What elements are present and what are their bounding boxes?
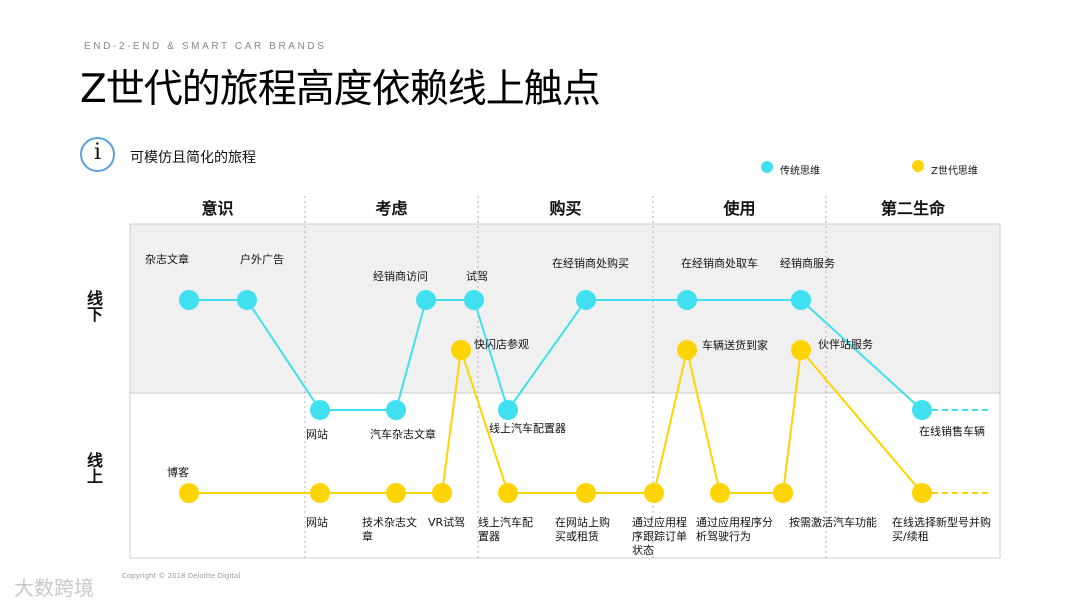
traditional-label-website: 网站 [306,428,328,441]
legend-dot-traditional [761,161,773,173]
genz-node-order-tracking [644,483,664,503]
traditional-node-dealer-pickup [677,290,697,310]
diagram-frame [129,223,1001,559]
traditional-node-online-sale [912,400,932,420]
legend-dot-genz [912,160,924,172]
traditional-label-magazine: 杂志文章 [145,253,189,266]
genz-label-order-tracking: 通过应用程序跟踪订单状态 [632,516,687,557]
genz-label-configurator: 线上汽车配置器 [478,516,533,543]
genz-label-tech-magazine: 技术杂志文章 [362,516,417,543]
traditional-label-car-magazine: 汽车杂志文章 [370,428,436,441]
genz-node-blog [179,483,199,503]
kicker-text: END-2-END & SMART CAR BRANDS [84,41,327,52]
traditional-label-configurator: 线上汽车配置器 [489,422,566,435]
traditional-node-dealer-visit [416,290,436,310]
legend-label-genz: Z世代思维 [931,166,978,177]
genz-node-home-delivery [677,340,697,360]
genz-label-partner-service: 伙伴站服务 [818,338,873,351]
genz-node-website [310,483,330,503]
offline-band [130,224,1000,393]
traditional-node-dealer-service [791,290,811,310]
genz-node-feature-activation [773,483,793,503]
genz-node-popup-store [451,340,471,360]
traditional-node-car-magazine [386,400,406,420]
page-title: Z世代的旅程高度依赖线上触点 [80,67,601,112]
stage-usage: 使用 [723,199,756,218]
stage-consideration: 考虑 [375,199,408,218]
genz-node-configurator [498,483,518,503]
genz-label-new-model: 在线选择新型号并购买/续租 [892,516,991,543]
traditional-node-magazine [179,290,199,310]
traditional-node-configurator [498,400,518,420]
traditional-label-test-drive: 试驾 [466,270,488,283]
genz-node-tech-magazine [386,483,406,503]
row-label-offline: 线下 [84,290,103,322]
traditional-node-website [310,400,330,420]
legend-label-traditional: 传统思维 [780,166,820,177]
copyright-text: Copyright © 2018 Deloitte Digital [122,572,241,580]
row-label-online: 线上 [84,452,103,484]
genz-label-feature-activation: 按需激活汽车功能 [789,516,877,529]
info-icon [80,137,115,172]
genz-label-vr-test-drive: VR试驾 [428,516,466,529]
traditional-label-dealer-pickup: 在经销商处取车 [681,257,758,270]
genz-label-home-delivery: 车辆送货到家 [702,339,768,352]
genz-node-online-purchase [576,483,596,503]
genz-label-popup-store: 快闪店参观 [474,338,529,351]
genz-node-partner-service [791,340,811,360]
genz-label-online-purchase: 在网站上购买或租赁 [555,516,610,543]
traditional-node-billboard [237,290,257,310]
genz-label-driving-analysis: 通过应用程序分析驾驶行为 [696,516,773,543]
stage-awareness: 意识 [201,199,234,218]
traditional-label-dealer-visit: 经销商访问 [373,270,428,283]
info-icon-glyph: i [93,140,102,165]
subtitle: 可模仿且简化的旅程 [130,150,256,166]
stage-purchase: 购买 [549,199,582,218]
traditional-label-dealer-service: 经销商服务 [780,257,835,270]
traditional-node-dealer-purchase [576,290,596,310]
genz-label-website: 网站 [306,516,328,529]
genz-node-vr-test-drive [432,483,452,503]
genz-node-new-model [912,483,932,503]
stage-second-life: 第二生命 [880,199,945,218]
genz-label-blog: 博客 [167,466,189,479]
traditional-node-test-drive [464,290,484,310]
genz-node-driving-analysis [710,483,730,503]
traditional-label-online-sale: 在线销售车辆 [919,425,985,438]
traditional-label-billboard: 户外广告 [240,253,284,266]
watermark-logo: 大数跨境 [14,576,94,600]
traditional-label-dealer-purchase: 在经销商处购买 [552,257,629,270]
